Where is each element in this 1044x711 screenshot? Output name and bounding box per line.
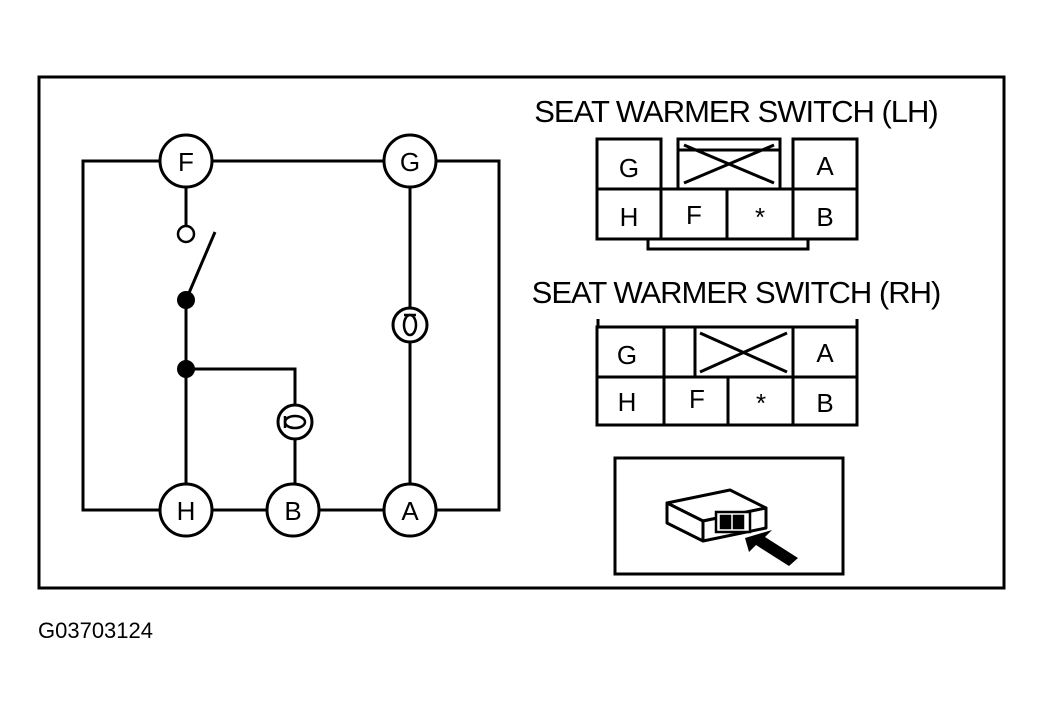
connector-view-icon xyxy=(613,456,845,576)
pin-lh-a: A xyxy=(816,151,834,181)
diagram-frame xyxy=(37,75,1006,590)
terminal-a-label: A xyxy=(401,496,419,526)
pin-rh-a: A xyxy=(816,338,834,368)
pin-lh-f: F xyxy=(686,200,702,230)
circuit-schematic: F G H B A xyxy=(81,133,501,538)
switch-pivot-dot xyxy=(177,291,195,309)
wire-branch-b xyxy=(186,367,297,405)
pin-lh-b: B xyxy=(816,202,833,232)
illumination-lamp-icon xyxy=(391,306,429,344)
terminal-f-label: F xyxy=(178,147,194,177)
indicator-lamp-icon xyxy=(276,403,314,441)
view-arrow-icon xyxy=(745,530,798,566)
wire-right-loop xyxy=(436,159,501,512)
pin-lh-unused: * xyxy=(755,202,765,232)
connector-lh: SEAT WARMER SWITCH (LH) G A H F * B xyxy=(534,94,939,251)
figure-id: G03703124 xyxy=(38,618,153,643)
connector-rh-title: SEAT WARMER SWITCH (RH) xyxy=(532,275,941,310)
pin-rh-g: G xyxy=(617,340,637,370)
pin-rh-unused: * xyxy=(756,388,766,418)
terminal-g: G xyxy=(382,133,438,189)
switch-open-contact xyxy=(176,224,196,244)
terminal-a: A xyxy=(382,482,438,538)
pin-lh-h: H xyxy=(620,202,639,232)
pin-rh-h: H xyxy=(618,387,637,417)
connector-lh-rail xyxy=(646,239,810,251)
wire-left-loop xyxy=(81,159,161,512)
terminal-f: F xyxy=(158,133,214,189)
switch-blade xyxy=(184,231,217,301)
terminal-b-label: B xyxy=(284,496,301,526)
pin-rh-f: F xyxy=(689,384,705,414)
circuit-wires xyxy=(81,159,501,512)
pin-rh-b: B xyxy=(816,388,833,418)
connector-lh-title: SEAT WARMER SWITCH (LH) xyxy=(534,94,938,129)
connector-rh: SEAT WARMER SWITCH (RH) G A H F * B xyxy=(532,275,941,427)
terminal-g-label: G xyxy=(400,147,420,177)
terminal-h: H xyxy=(158,482,214,538)
pin-lh-g: G xyxy=(619,153,639,183)
terminal-h-label: H xyxy=(177,496,196,526)
terminal-b: B xyxy=(265,482,321,538)
junction-dot xyxy=(177,360,195,378)
